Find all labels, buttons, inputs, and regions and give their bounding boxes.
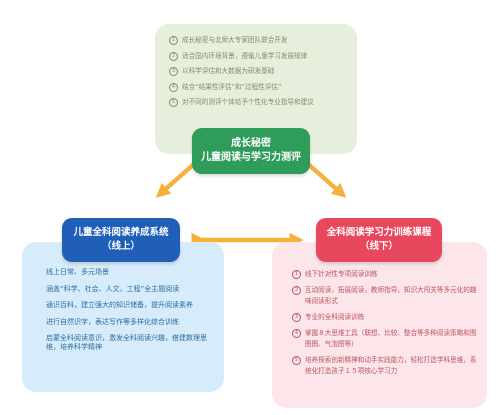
number-badge: 2 bbox=[292, 286, 301, 295]
right-info-panel: 1 线下针对性专项阅读训练 2 互动阅读，拓展阅读，教师指导，知识大闯关等多元化的趣… bbox=[272, 242, 487, 408]
arrow-to-left bbox=[155, 162, 196, 198]
offline-feature-list: 1 线下针对性专项阅读训练 2 互动阅读，拓展阅读，教师指导，知识大闯关等多元化的趣… bbox=[292, 269, 479, 377]
list-item: 1 成长秘密与北师大专家团队联合开发 bbox=[169, 36, 347, 52]
list-item: 2 适合国内环境背景，遵循儿童学习发展规律 bbox=[169, 51, 347, 68]
list-item-text: 进行自然识字，表达写作等多样化综合训练 bbox=[46, 317, 179, 326]
left-title-box: 儿童全科阅读养成系统 （线上） bbox=[62, 218, 180, 262]
list-item-text: 以科学评估和大数据为研发基础 bbox=[182, 67, 275, 75]
list-item-text: 适合国内环境背景，遵循儿童学习发展规律 bbox=[182, 51, 308, 60]
list-item: 4 结合“结果性评估”和“过程性评估” bbox=[169, 82, 347, 99]
list-item-text: 通识百科，建立强大的知识储备，提升阅读素养 bbox=[46, 301, 193, 309]
list-item-text: 掌握８大思维工具（联想、比较、整合等多种阅读策略和图图图、气泡图等） bbox=[305, 329, 477, 348]
list-item: 2 互动阅读，拓展阅读，教师指导，知识大闯关等多元化的趣味阅读形式 bbox=[292, 285, 479, 307]
list-item-text: 互动阅读，拓展阅读，教师指导，知识大闯关等多元化的趣味阅读形式 bbox=[305, 286, 477, 305]
list-item-text: 线上日常、多元场景 bbox=[46, 268, 109, 276]
list-item-text: 启蒙全科阅读意识，激发全科阅读兴趣，搭建数理思维，培养科学精神 bbox=[46, 334, 207, 351]
list-item: 通识百科，建立强大的知识储备，提升阅读素养 bbox=[46, 301, 216, 318]
number-badge: 5 bbox=[292, 356, 301, 365]
list-item: 进行自然识字，表达写作等多样化综合训练 bbox=[46, 318, 216, 335]
online-feature-list: 线上日常、多元场景 涵盖“科学、社会、人文、工程”全主题阅读 通识百科，建立强大… bbox=[46, 268, 216, 351]
right-title-line2: （线下） bbox=[359, 241, 398, 252]
number-badge: 5 bbox=[169, 98, 178, 107]
number-badge: 4 bbox=[169, 82, 178, 92]
list-item-text: 培养探索创新精神和动手实践能力，轻松打造学科思维，系统化打造孩子１５项核心学习力 bbox=[305, 356, 477, 375]
list-item-text: 结合“结果性评估”和“过程性评估” bbox=[182, 82, 282, 91]
list-item-text: 专业的全科阅读训练 bbox=[305, 313, 365, 321]
number-badge: 3 bbox=[169, 67, 178, 76]
center-title-line2: 儿童阅读与学习力测评 bbox=[201, 152, 301, 163]
list-item: 3 专业的全科阅读训练 bbox=[292, 312, 479, 323]
top-feature-list: 1 成长秘密与北师大专家团队联合开发 2 适合国内环境背景，遵循儿童学习发展规律 3… bbox=[169, 36, 347, 114]
list-item-text: 线下针对性专项阅读训练 bbox=[305, 270, 378, 278]
left-title-line1: 儿童全科阅读养成系统 bbox=[73, 227, 169, 238]
list-item: 3 以科学评估和大数据为研发基础 bbox=[169, 67, 347, 83]
number-badge: 1 bbox=[292, 270, 301, 279]
list-item: 5 培养探索创新精神和动手实践能力，轻松打造学科思维，系统化打造孩子１５项核心学习… bbox=[292, 355, 479, 377]
number-badge: 2 bbox=[169, 51, 178, 61]
left-title-line2: （线上） bbox=[101, 241, 140, 252]
list-item: 线上日常、多元场景 bbox=[46, 268, 216, 285]
list-item: 4 掌握８大思维工具（联想、比较、整合等多种阅读策略和图图图、气泡图等） bbox=[292, 328, 479, 350]
number-badge: 3 bbox=[292, 313, 301, 322]
arrow-to-right bbox=[306, 162, 347, 198]
top-info-panel: 1 成长秘密与北师大专家团队联合开发 2 适合国内环境背景，遵循儿童学习发展规律 3… bbox=[155, 24, 357, 154]
list-item-text: 涵盖“科学、社会、人文、工程”全主题阅读 bbox=[46, 284, 180, 293]
center-title-line1: 成长秘密 bbox=[231, 138, 271, 149]
left-info-panel: 线上日常、多元场景 涵盖“科学、社会、人文、工程”全主题阅读 通识百科，建立强大… bbox=[22, 242, 224, 392]
list-item: 5 对不同的测评个体给予个性化专业指导和建议 bbox=[169, 98, 347, 114]
list-item: 1 线下针对性专项阅读训练 bbox=[292, 269, 479, 280]
list-item-text: 对不同的测评个体给予个性化专业指导和建议 bbox=[182, 98, 314, 106]
number-badge: 4 bbox=[292, 329, 301, 338]
center-title-box: 成长秘密 儿童阅读与学习力测评 bbox=[192, 128, 310, 174]
list-item: 涵盖“科学、社会、人文、工程”全主题阅读 bbox=[46, 285, 216, 302]
number-badge: 1 bbox=[169, 36, 178, 45]
right-title-line1: 全科阅读学习力训练课程 bbox=[326, 227, 432, 238]
list-item: 启蒙全科阅读意识，激发全科阅读兴趣，搭建数理思维，培养科学精神 bbox=[46, 334, 216, 351]
list-item-text: 成长秘密与北师大专家团队联合开发 bbox=[182, 36, 288, 44]
right-title-box: 全科阅读学习力训练课程 （线下） bbox=[316, 218, 442, 262]
